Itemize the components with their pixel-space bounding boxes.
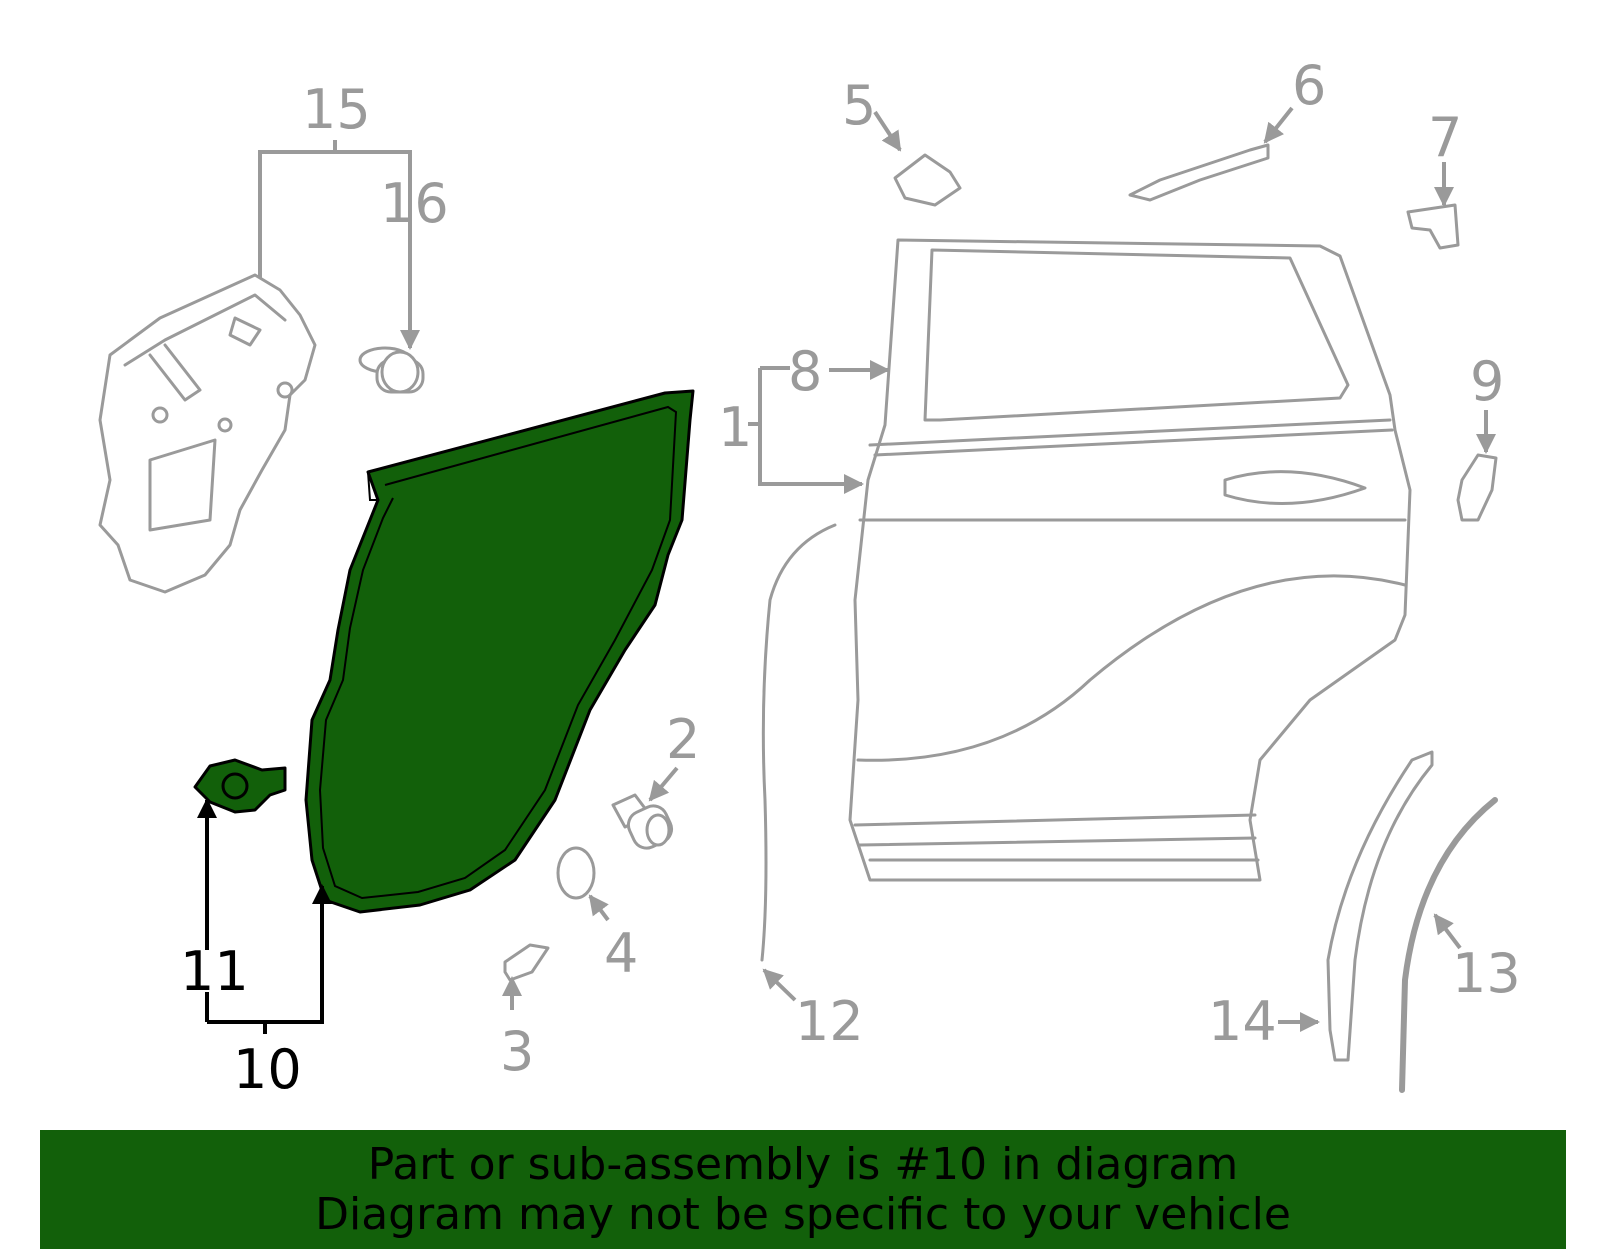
part-10-weatherstrip [304,389,695,914]
callout-12: 12 [795,990,864,1053]
info-banner: Part or sub-assembly is #10 in diagram D… [40,1130,1566,1249]
part-7-bracket [1406,203,1460,250]
callout-10: 10 [233,1038,302,1101]
callout-7: 7 [1428,106,1462,169]
callout-4: 4 [604,922,638,985]
callout-2: 2 [666,708,700,771]
callout-13: 13 [1452,942,1521,1005]
part-3-bracket [503,943,550,982]
banner-line-2: Diagram may not be specific to your vehi… [315,1188,1291,1240]
part-15-door-module [98,273,317,594]
callout-9: 9 [1470,350,1504,413]
part-6-molding [1128,143,1270,202]
callout-14: 14 [1208,990,1277,1053]
callout-3: 3 [500,1020,534,1083]
part-13-molding [1399,797,1498,1093]
part-5-clip [893,153,962,207]
callout-5: 5 [842,74,876,137]
part-14-trim [1326,750,1434,1062]
part-11-clip [193,758,287,814]
callout-8: 8 [788,340,822,403]
callout-labels: 15 16 5 6 7 8 1 9 2 4 3 12 13 14 11 10 [180,54,1521,1101]
part-16-clip [358,346,425,394]
callout-6: 6 [1292,54,1326,117]
part-9-cover [1456,453,1498,522]
callout-11: 11 [180,940,249,1003]
banner-line-1: Part or sub-assembly is #10 in diagram [367,1138,1239,1190]
callout-16: 16 [380,172,449,235]
part-1-door-shell [848,238,1412,882]
part-4-plug [556,846,596,900]
leader-lines [197,106,1496,1034]
part-2-bumper [611,793,674,850]
part-12-strip [760,523,837,962]
callout-15: 15 [302,78,371,141]
callout-1: 1 [718,396,752,459]
